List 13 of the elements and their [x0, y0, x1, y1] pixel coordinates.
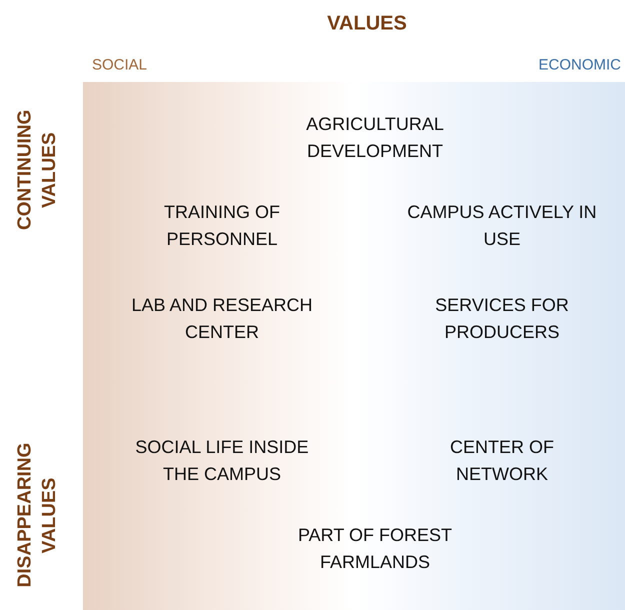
value-label: SERVICES FOR PRODUCERS — [434, 294, 570, 344]
value-label: TRAINING OF PERSONNEL — [163, 201, 281, 251]
row-label: CONTINUING VALUES — [13, 110, 61, 230]
value-label: PART OF FOREST FARMLANDS — [296, 524, 454, 574]
value-label: CAMPUS ACTIVELY IN USE — [407, 201, 597, 251]
value-label: SOCIAL LIFE INSIDE THE CAMPUS — [134, 436, 310, 486]
value-label: CENTER OF NETWORK — [448, 436, 555, 486]
axis-label: SOCIAL — [92, 56, 148, 74]
chart-title: VALUES — [327, 12, 407, 36]
row-label: DISAPPEARING VALUES — [13, 442, 61, 588]
value-label: LAB AND RESEARCH CENTER — [130, 294, 314, 344]
value-label: AGRICULTURAL DEVELOPMENT — [305, 113, 445, 163]
axis-label: ECONOMIC — [538, 56, 621, 74]
